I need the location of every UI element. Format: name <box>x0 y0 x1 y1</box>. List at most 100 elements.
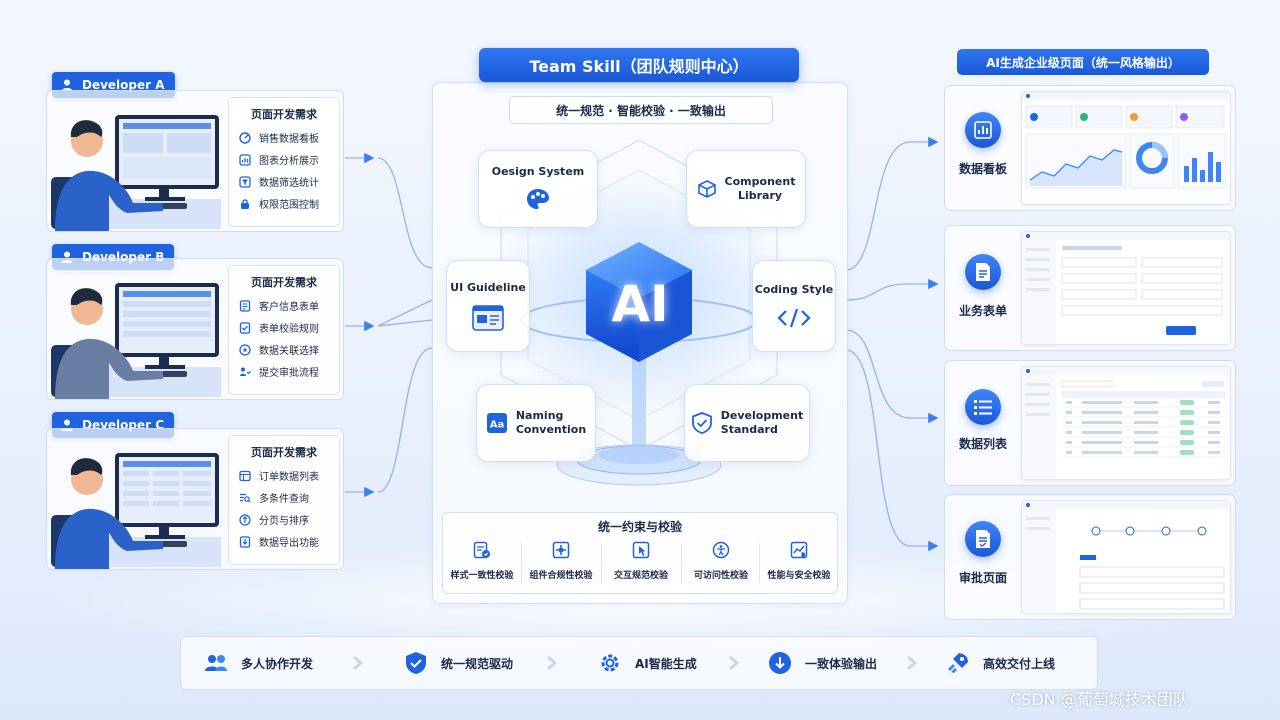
filter-icon <box>239 175 251 188</box>
performance-security-icon <box>790 541 808 559</box>
chevron-right-icon <box>729 656 739 670</box>
design-system-label: Oesign System <box>491 165 585 178</box>
export-icon <box>239 535 251 548</box>
constraint-item: 可访问性校验 <box>682 541 760 589</box>
output-page-label: 审批页面 <box>958 571 1007 585</box>
naming-convention-module: Aa Naming Convention <box>476 384 596 462</box>
constraint-item: 交互规范校验 <box>602 541 680 589</box>
watermark: CSDN @葡萄城技术团队 <box>1010 690 1189 709</box>
constraint-item: 组件合规性校验 <box>522 541 600 589</box>
flow-step: 多人协作开发 <box>203 637 313 689</box>
shield-check-icon <box>691 412 712 434</box>
requirement-item: 图表分析展示 <box>239 153 339 167</box>
svg-text:Aa: Aa <box>490 420 505 431</box>
output-page-label: 业务表单 <box>958 304 1007 318</box>
requirement-item: 客户信息表单 <box>239 299 339 313</box>
output-title: AI生成企业级页面（统一风格输出） <box>957 49 1209 75</box>
requirement-item: 数据导出功能 <box>239 535 339 549</box>
chart-icon <box>239 153 251 166</box>
download-circle-icon <box>769 652 791 674</box>
constraint-item: 样式一致性校验 <box>443 541 521 589</box>
requirement-item: 多条件查询 <box>239 491 339 505</box>
requirements-title: 页面开发需求 <box>251 276 317 289</box>
search-list-icon <box>240 493 251 502</box>
developer-b-illustration <box>51 283 221 399</box>
developer-c-illustration <box>51 453 221 569</box>
output-page-approval: 审批页面 <box>944 494 1236 620</box>
developer-a-requirements: 页面开发需求 销售数据看板 图表分析展示 数据筛选统计 权限范围控制 <box>228 97 340 227</box>
cube-icon <box>697 180 716 198</box>
ui-guideline-module: UI Guideline <box>446 260 530 352</box>
constraints-title: 统一约束与校验 <box>597 520 682 534</box>
divider <box>601 543 602 583</box>
palette-icon <box>527 189 549 209</box>
development-standard-module: Development Standard <box>684 384 810 462</box>
output-page-form: 业务表单 <box>944 225 1236 351</box>
flow-step: 高效交付上线 <box>945 637 1055 689</box>
requirement-item: 分页与排序 <box>239 513 339 527</box>
flow-bar: 多人协作开发 统一规范驱动 AI智能生成 一致体验输出 高效交付上线 <box>180 636 1098 690</box>
divider <box>681 543 682 583</box>
ai-core-graphic <box>489 139 789 486</box>
approval-preview <box>1021 500 1231 614</box>
developer-c-requirements: 页面开发需求 订单数据列表 多条件查询 分页与排序 数据导出功能 <box>228 435 340 565</box>
requirements-title: 页面开发需求 <box>251 446 317 459</box>
output-page-label: 数据看板 <box>958 162 1007 176</box>
interaction-check-icon <box>632 541 650 559</box>
team-users-icon <box>205 655 227 671</box>
development-standard-label-line2: Standard <box>720 423 778 436</box>
chevron-right-icon <box>547 656 557 670</box>
developer-a-illustration <box>51 115 221 231</box>
output-page-list: 数据列表 <box>944 360 1236 486</box>
developer-b-card: 页面开发需求 客户信息表单 表单校验规则 数据关联选择 提交审批流程 <box>46 258 344 400</box>
dashboard-icon <box>239 131 251 144</box>
sort-icon <box>239 513 251 526</box>
hub-subtitle: 统一规范 · 智能校验 · 一致输出 <box>509 96 773 124</box>
accessibility-icon <box>712 541 730 559</box>
requirements-title: 页面开发需求 <box>251 108 317 121</box>
development-standard-label-line1: Development <box>720 409 804 422</box>
list-icon <box>965 389 1001 425</box>
dashboard-preview <box>1021 91 1231 205</box>
divider <box>759 543 760 583</box>
developer-a-card: 页面开发需求 销售数据看板 图表分析展示 数据筛选统计 权限范围控制 <box>46 90 344 232</box>
code-brackets-icon <box>777 308 811 328</box>
requirement-item: 销售数据看板 <box>239 131 339 145</box>
developer-a-name: Developer A <box>82 78 165 92</box>
light-beam <box>632 350 646 460</box>
link-select-icon <box>239 343 251 356</box>
requirement-item: 权限范围控制 <box>239 197 339 211</box>
naming-convention-label-line2: Convention <box>515 423 587 436</box>
divider <box>521 543 522 583</box>
constraints-panel: 统一约束与校验 样式一致性校验 组件合规性校验 交互规范校验 可访问性校验 性能… <box>442 512 838 594</box>
requirement-item: 提交审批流程 <box>239 365 339 379</box>
design-system-module: Oesign System <box>478 150 598 228</box>
chevron-right-icon <box>907 656 917 670</box>
requirement-item: 表单校验规则 <box>239 321 339 335</box>
component-library-module: Component Library <box>686 150 806 228</box>
form-preview <box>1021 231 1231 345</box>
component-check-icon <box>552 541 570 559</box>
chevron-right-icon <box>353 656 363 670</box>
checklist-icon <box>239 321 251 334</box>
flow-step: AI智能生成 <box>597 637 697 689</box>
approval-doc-icon <box>965 521 1001 557</box>
lock-icon <box>241 198 249 209</box>
table-icon <box>239 470 251 481</box>
component-library-label-line2: Library <box>737 189 783 202</box>
coding-style-module: Coding Style <box>752 260 836 352</box>
hub-title: Team Skill（团队规则中心） <box>479 48 799 82</box>
requirement-item: 订单数据列表 <box>239 469 339 483</box>
developer-c-card: 页面开发需求 订单数据列表 多条件查询 分页与排序 数据导出功能 <box>46 428 344 570</box>
ui-guideline-label: UI Guideline <box>450 281 526 294</box>
output-page-dashboard: 数据看板 <box>944 85 1236 211</box>
flow-step: 统一规范驱动 <box>403 637 513 689</box>
style-check-icon <box>473 541 490 559</box>
list-preview <box>1021 366 1231 480</box>
constraint-item: 性能与安全校验 <box>760 541 838 589</box>
developer-b-requirements: 页面开发需求 客户信息表单 表单校验规则 数据关联选择 提交审批流程 <box>228 265 340 395</box>
coding-style-label: Coding Style <box>754 283 834 296</box>
form-icon <box>239 299 251 312</box>
naming-convention-label-line1: Naming <box>515 409 564 422</box>
bar-chart-icon <box>965 112 1001 148</box>
